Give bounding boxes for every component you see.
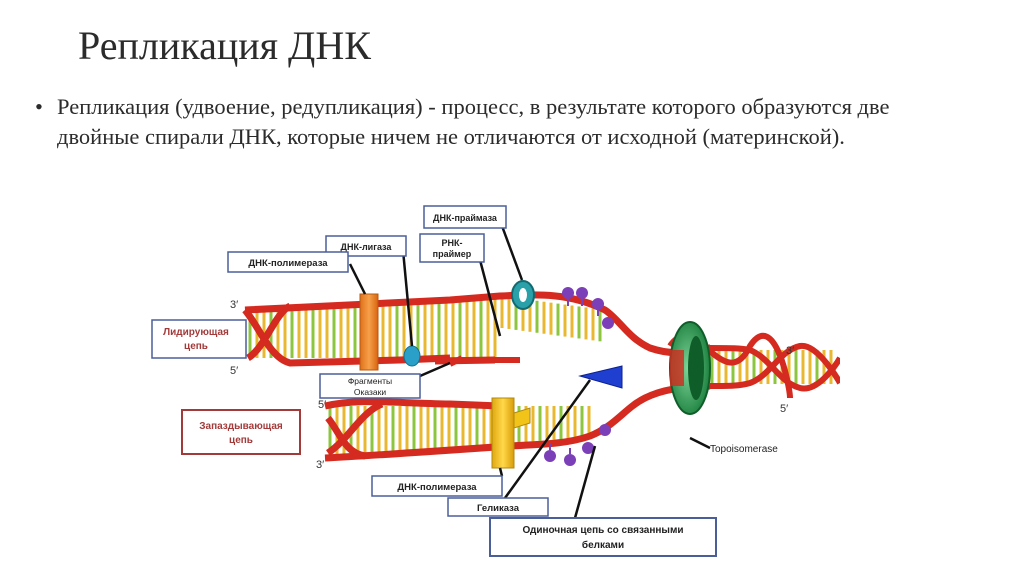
ssb-proteins-bottom <box>544 424 611 466</box>
label-okazaki-line1: Фрагменты <box>348 376 392 386</box>
leading-twist <box>245 302 292 362</box>
end-bottom-left-3: 3′ <box>316 459 324 471</box>
end-right-5: 5′ <box>780 403 788 415</box>
label-dna-polymerase-top: ДНК-полимераза <box>227 251 349 273</box>
top-template-strand <box>244 291 711 356</box>
end-right-3: 3′ <box>786 345 794 357</box>
label-rna-primer-line2: праймер <box>433 249 472 259</box>
dna-ligase-shape <box>403 345 421 367</box>
label-topoisomerase: Topoisomerase <box>710 444 778 455</box>
label-topoisomerase-text: Topoisomerase <box>710 444 778 455</box>
diagram-canvas: ДНК-праймаза ДНК-лигаза РНК- праймер ДНК… <box>151 205 840 557</box>
label-single-strand-line2: белками <box>582 539 624 551</box>
label-leading-line2: цепь <box>184 341 208 352</box>
label-dna-ligase-text: ДНК-лигаза <box>341 242 393 252</box>
end-top-left-3: 3′ <box>230 299 238 311</box>
label-lagging-line1: Запаздывающая <box>199 421 283 432</box>
label-lagging-line2: цепь <box>229 435 253 446</box>
dna-polymerase-bottom-shape <box>491 397 515 469</box>
helicase-shape <box>578 365 623 389</box>
bullet-text: Репликация (удвоение, редупликация) - пр… <box>57 94 890 149</box>
end-top-left-5: 5′ <box>230 365 238 377</box>
label-dna-primase: ДНК-праймаза <box>423 205 507 229</box>
label-single-strand: Одиночная цепь со связанными белками <box>489 517 717 557</box>
label-helicase: Геликаза <box>447 497 549 517</box>
bullet-point: • Репликация (удвоение, редупликация) - … <box>35 92 965 152</box>
pointer-lines <box>348 225 711 519</box>
parent-strand-a <box>709 345 840 392</box>
label-okazaki: Фрагменты Оказаки <box>319 373 421 399</box>
label-dna-primase-text: ДНК-праймаза <box>433 213 498 223</box>
end-bottom-left-5: 5′ <box>318 399 326 411</box>
bullet-marker: • <box>35 94 43 119</box>
leading-new-strand <box>242 307 451 367</box>
label-rna-primer: РНК- праймер <box>419 233 485 263</box>
label-dna-ligase: ДНК-лигаза <box>325 235 407 257</box>
label-leading-line1: Лидирующая <box>163 327 229 338</box>
ssb-proteins-top <box>562 287 614 329</box>
bottom-template-strand <box>324 382 711 462</box>
base-pair-rungs <box>248 296 833 458</box>
lagging-twist-b <box>325 400 384 456</box>
label-okazaki-line2: Оказаки <box>354 387 386 397</box>
lagging-new-strand <box>324 398 501 410</box>
label-dna-polymerase-bottom: ДНК-полимераза <box>371 475 503 497</box>
slide-title: Репликация ДНК <box>78 23 371 68</box>
label-leading-strand: Лидирующая цепь <box>151 319 247 359</box>
label-dna-polymerase-top-text: ДНК-полимераза <box>248 258 328 269</box>
label-single-strand-line1: Одиночная цепь со связанными <box>522 525 683 536</box>
dna-replication-diagram: ДНК-праймаза ДНК-лигаза РНК- праймер ДНК… <box>150 198 840 568</box>
dna-polymerase-top-shape <box>359 293 379 371</box>
label-dna-polymerase-bottom-text: ДНК-полимераза <box>397 482 477 493</box>
label-lagging-strand: Запаздывающая цепь <box>181 409 301 455</box>
label-helicase-text: Геликаза <box>477 503 520 514</box>
parent-strand-b <box>709 343 840 389</box>
label-rna-primer-line1: РНК- <box>442 238 463 248</box>
